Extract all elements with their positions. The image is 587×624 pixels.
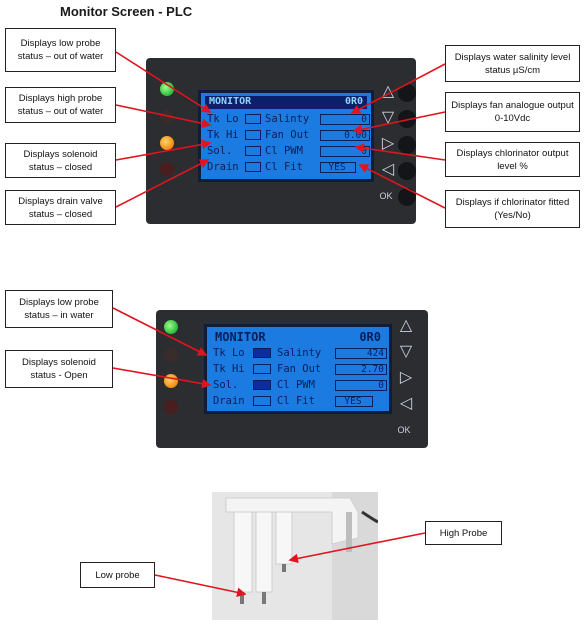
green-led xyxy=(160,82,174,96)
label-fan-out: Fan Out xyxy=(265,129,310,141)
callout-chlorinator-output: Displays chlorinator output level % xyxy=(445,142,580,177)
arrow-right-icon[interactable]: ▷ xyxy=(381,135,395,152)
row-tank-high: Tk Hi Fan Out 0.00 xyxy=(207,129,370,143)
value-cl-pwm: 0 xyxy=(335,380,387,391)
ok-label[interactable]: OK xyxy=(397,425,411,435)
label-tk-hi: Tk Hi xyxy=(213,363,245,375)
callout-low-probe: Low probe xyxy=(80,562,155,588)
screen-title: MONITOR xyxy=(209,96,252,107)
row-tank-low: Tk Lo Salinty 0 xyxy=(207,113,370,127)
value-cl-fit: YES xyxy=(320,162,356,173)
screen-header: MONITOR 0R0 xyxy=(205,96,367,109)
callout-high-probe: High Probe xyxy=(425,521,502,545)
callout-solenoid-open: Displays solenoid status - Open xyxy=(5,350,113,388)
value-fan-out: 0.00 xyxy=(320,130,370,141)
row-solenoid: Sol. Cl PWM 0 xyxy=(207,145,370,159)
label-sol: Sol. xyxy=(213,379,239,391)
indicator-sol xyxy=(253,380,271,390)
label-tk-hi: Tk Hi xyxy=(207,129,239,141)
screen-code: 0R0 xyxy=(359,330,381,344)
label-cl-fit: Cl Fit xyxy=(277,395,315,407)
label-drain: Drain xyxy=(207,161,239,173)
orange-led xyxy=(164,374,178,388)
screen-header: MONITOR 0R0 xyxy=(211,330,385,346)
key-button[interactable] xyxy=(398,136,416,154)
arrow-left-icon[interactable]: ◁ xyxy=(399,395,413,412)
label-fan-out: Fan Out xyxy=(277,363,322,375)
page-title: Monitor Screen - PLC xyxy=(60,4,193,19)
label-salinity: Salinty xyxy=(265,113,310,125)
indicator-tk-lo xyxy=(245,114,261,124)
callout-drain-closed: Displays drain valve status – closed xyxy=(5,190,116,225)
status-led xyxy=(164,348,178,362)
arrow-down-icon[interactable]: ▽ xyxy=(381,109,395,126)
indicator-sol xyxy=(245,146,261,156)
indicator-tk-hi xyxy=(253,364,271,374)
label-cl-pwm: Cl PWM xyxy=(265,145,303,157)
row-drain: Drain Cl Fit YES xyxy=(207,161,367,175)
label-cl-fit: Cl Fit xyxy=(265,161,303,173)
row-solenoid: Sol. Cl PWM 0 xyxy=(213,379,387,393)
arrow-up-icon[interactable]: △ xyxy=(399,317,413,334)
monitor-screen-middle: MONITOR 0R0 Tk Lo Salinty 424 Tk Hi Fan … xyxy=(204,324,392,414)
label-salinity: Salinty xyxy=(277,347,322,359)
arrow-up-icon[interactable]: △ xyxy=(381,83,395,100)
screen-title: MONITOR xyxy=(215,330,266,344)
value-salinity: 0 xyxy=(320,114,370,125)
red-led xyxy=(160,162,174,176)
callout-high-probe-out: Displays high probe status – out of wate… xyxy=(5,87,116,123)
plc-device-top: MONITOR 0R0 Tk Lo Salinty 0 Tk Hi Fan Ou… xyxy=(146,58,416,224)
ok-label[interactable]: OK xyxy=(379,191,393,201)
red-led xyxy=(164,400,178,414)
indicator-tk-hi xyxy=(245,130,261,140)
status-led xyxy=(160,110,174,124)
label-drain: Drain xyxy=(213,395,245,407)
key-button[interactable] xyxy=(398,84,416,102)
probe-photo xyxy=(212,492,378,620)
green-led xyxy=(164,320,178,334)
arrow-left-icon[interactable]: ◁ xyxy=(381,161,395,178)
label-tk-lo: Tk Lo xyxy=(213,347,245,359)
row-tank-high: Tk Hi Fan Out 2.70 xyxy=(213,363,387,377)
row-drain: Drain Cl Fit YES xyxy=(213,395,385,409)
callout-low-probe-in: Displays low probe status – in water xyxy=(5,290,113,328)
key-button[interactable] xyxy=(398,162,416,180)
arrow-right-icon[interactable]: ▷ xyxy=(399,369,413,386)
screen-code: 0R0 xyxy=(344,96,363,107)
callout-chlorinator-fitted: Displays if chlorinator fitted (Yes/No) xyxy=(445,190,580,228)
probe-illustration xyxy=(212,492,378,620)
key-button[interactable] xyxy=(398,188,416,206)
plc-device-middle: MONITOR 0R0 Tk Lo Salinty 424 Tk Hi Fan … xyxy=(156,310,428,448)
callout-low-probe-out: Displays low probe status – out of water xyxy=(5,28,116,72)
value-salinity: 424 xyxy=(335,348,387,359)
indicator-drain xyxy=(253,396,271,406)
indicator-drain xyxy=(245,162,261,172)
callout-fan-output: Displays fan analogue output 0-10Vdc xyxy=(445,92,580,132)
key-button[interactable] xyxy=(398,110,416,128)
value-cl-pwm: 0 xyxy=(320,146,370,157)
monitor-screen-top: MONITOR 0R0 Tk Lo Salinty 0 Tk Hi Fan Ou… xyxy=(198,90,374,182)
value-fan-out: 2.70 xyxy=(335,364,387,375)
callout-solenoid-closed: Displays solenoid status – closed xyxy=(5,143,116,178)
arrow-down-icon[interactable]: ▽ xyxy=(399,343,413,360)
orange-led xyxy=(160,136,174,150)
callout-salinity: Displays water salinity level status µS/… xyxy=(445,45,580,82)
label-cl-pwm: Cl PWM xyxy=(277,379,315,391)
indicator-tk-lo xyxy=(253,348,271,358)
value-cl-fit: YES xyxy=(335,396,373,407)
label-sol: Sol. xyxy=(207,145,233,157)
row-tank-low: Tk Lo Salinty 424 xyxy=(213,347,387,361)
label-tk-lo: Tk Lo xyxy=(207,113,239,125)
